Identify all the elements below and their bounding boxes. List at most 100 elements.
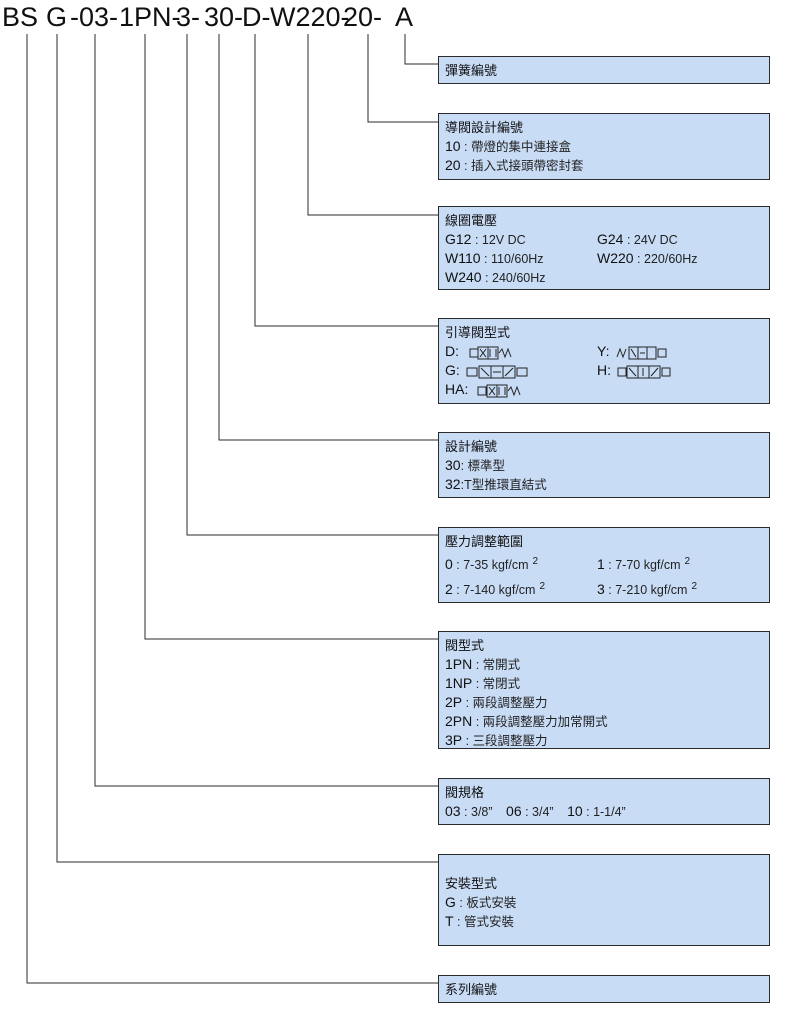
option-desc: 插入式接頭帶密封套 xyxy=(471,159,584,173)
box-pilot-type-title: 引導閥型式 xyxy=(445,325,511,340)
leader-pilot-design xyxy=(367,34,438,123)
option-code: G12 xyxy=(445,231,472,247)
code-segment: BS xyxy=(2,2,39,32)
option-desc: 3/4” xyxy=(532,805,554,819)
leader-mount xyxy=(56,34,438,863)
leader-pilot-type xyxy=(254,34,438,327)
leader-coil xyxy=(307,34,438,216)
option-code: 2PN xyxy=(445,713,473,729)
leader-size xyxy=(94,34,438,787)
unit-superscript: 2 xyxy=(691,581,698,593)
option-code: W240 xyxy=(445,269,482,285)
unit-superscript: 2 xyxy=(539,581,546,593)
box-series-title: 系列編號 xyxy=(445,982,498,997)
coil-row: G12 : 12V DC G24 : 24V DC xyxy=(445,231,678,247)
option-code: 1NP xyxy=(445,675,473,691)
leader-series xyxy=(26,34,438,984)
option-desc: 板式安裝 xyxy=(466,896,517,910)
box-design-title: 設計編號 xyxy=(445,439,498,454)
pilot-design-row: 10 : 帶燈的集中連接盒 xyxy=(445,138,572,154)
box-coil: 線圈電壓 G12 : 12V DC G24 : 24V DC W110 : 11… xyxy=(438,206,770,290)
leader-pressure xyxy=(186,34,438,536)
option-code: H: xyxy=(597,362,611,378)
design-row: 30: 標準型 xyxy=(445,457,506,473)
box-spring-title: 彈簧編號 xyxy=(445,63,498,78)
option-code: G: xyxy=(445,362,460,378)
design-row: 32:T型推環直結式 xyxy=(445,476,547,492)
size-row: 03 : 3/8” 06 : 3/4” 10 : 1-1/4” xyxy=(445,803,626,819)
option-desc: 常開式 xyxy=(482,658,521,672)
option-desc: 7-140 kgf/cm xyxy=(463,583,536,598)
box-size: 閥規格 03 : 3/8” 06 : 3/4” 10 : 1-1/4” xyxy=(438,778,770,825)
code-segment: 30- xyxy=(204,2,244,32)
box-spring: 彈簧編號 xyxy=(438,56,770,84)
valve-type-row: 3P : 三段調整壓力 xyxy=(445,732,548,748)
mount-row: G : 板式安裝 xyxy=(445,894,517,910)
option-desc: 常閉式 xyxy=(482,677,521,691)
option-code: 1PN xyxy=(445,656,473,672)
option-desc: 帶燈的集中連接盒 xyxy=(471,140,572,154)
option-code: 30 xyxy=(445,457,461,473)
leader-spring xyxy=(404,34,438,65)
option-code: HA: xyxy=(445,381,469,397)
box-pilot-design: 導閥設計編號 10 : 帶燈的集中連接盒 20 : 插入式接頭帶密封套 xyxy=(438,113,770,180)
pilot-type-row: G: H: xyxy=(445,361,769,380)
option-desc: 7-35 kgf/cm xyxy=(463,558,529,573)
valve-type-row: 2P : 兩段調整壓力 xyxy=(445,694,548,710)
option-code: 0 xyxy=(445,556,453,573)
option-desc: 標準型 xyxy=(467,459,506,473)
option-code: Y: xyxy=(597,343,610,359)
code-segment: 20- xyxy=(343,2,383,32)
option-code: 03 xyxy=(445,803,461,819)
option-desc: 1-1/4” xyxy=(593,805,626,819)
option-desc: 240/60Hz xyxy=(492,271,546,285)
option-code: 20 xyxy=(445,157,461,173)
box-coil-title: 線圈電壓 xyxy=(445,213,498,228)
option-desc: T型推環直結式 xyxy=(464,478,547,492)
option-code: W110 xyxy=(445,250,481,266)
option-desc: 12V DC xyxy=(481,233,526,247)
valve-symbol-ha-icon xyxy=(477,384,521,398)
pilot-type-row: D: Y: xyxy=(445,342,769,361)
option-desc: 3/8” xyxy=(471,805,493,819)
code-segment: -03- xyxy=(70,2,119,32)
option-desc: 110/60Hz xyxy=(490,252,544,266)
leader-design xyxy=(218,34,438,441)
option-code: 3 xyxy=(597,581,605,598)
option-code: 10 xyxy=(567,803,583,819)
option-code: 2P xyxy=(445,694,463,710)
option-code: T xyxy=(445,913,454,929)
leader-valve-type xyxy=(144,34,438,640)
option-code: 3P xyxy=(445,732,463,748)
option-desc: 兩段調整壓力 xyxy=(472,696,548,710)
option-code: D: xyxy=(445,343,459,359)
coil-row: W110 : 110/60Hz W220 : 220/60Hz xyxy=(445,250,698,266)
coil-row: W240 : 240/60Hz xyxy=(445,269,546,285)
valve-symbol-d-icon xyxy=(469,346,512,360)
option-code: 10 xyxy=(445,138,461,154)
box-valve-type-title: 閥型式 xyxy=(445,638,485,653)
mount-row: T : 管式安裝 xyxy=(445,913,514,929)
box-pilot-design-title: 導閥設計編號 xyxy=(445,120,524,135)
box-pressure-title: 壓力調整範圍 xyxy=(445,534,524,549)
box-series: 系列編號 xyxy=(438,975,770,1003)
valve-type-row: 2PN : 兩段調整壓力加常開式 xyxy=(445,713,608,729)
box-design: 設計編號 30: 標準型 32:T型推環直結式 xyxy=(438,432,770,498)
option-desc: 管式安裝 xyxy=(463,915,514,929)
option-code: 1 xyxy=(597,556,605,573)
valve-type-row: 1NP : 常閉式 xyxy=(445,675,521,691)
pilot-design-row: 20 : 插入式接頭帶密封套 xyxy=(445,157,584,173)
code-segment: G xyxy=(46,2,68,32)
option-code: G24 xyxy=(597,231,624,247)
box-size-title: 閥規格 xyxy=(445,785,485,800)
valve-symbol-g-icon xyxy=(466,365,528,379)
code-segment: 1PN- xyxy=(119,2,181,32)
option-desc: 三段調整壓力 xyxy=(472,734,548,748)
option-code: W220 xyxy=(597,250,634,266)
box-mount-title: 安裝型式 xyxy=(445,876,498,891)
option-code: G xyxy=(445,894,456,910)
